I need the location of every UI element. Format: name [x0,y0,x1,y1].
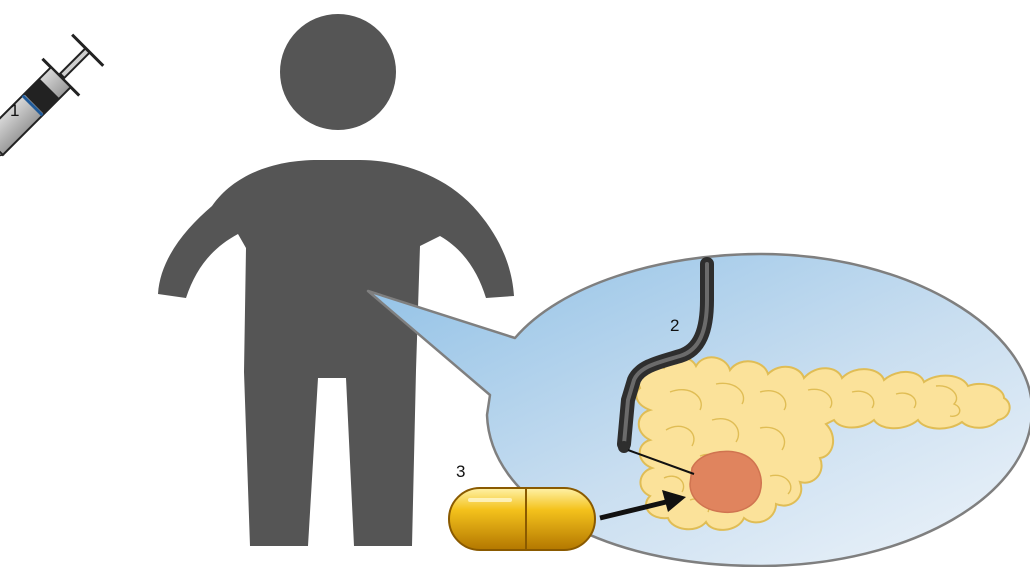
label-syringe: 1 [10,101,19,120]
syringe-icon [0,32,106,224]
label-endoscope: 2 [670,316,679,335]
label-capsule: 3 [456,462,465,481]
capsule-icon [449,488,595,550]
tumor-icon [690,451,761,512]
